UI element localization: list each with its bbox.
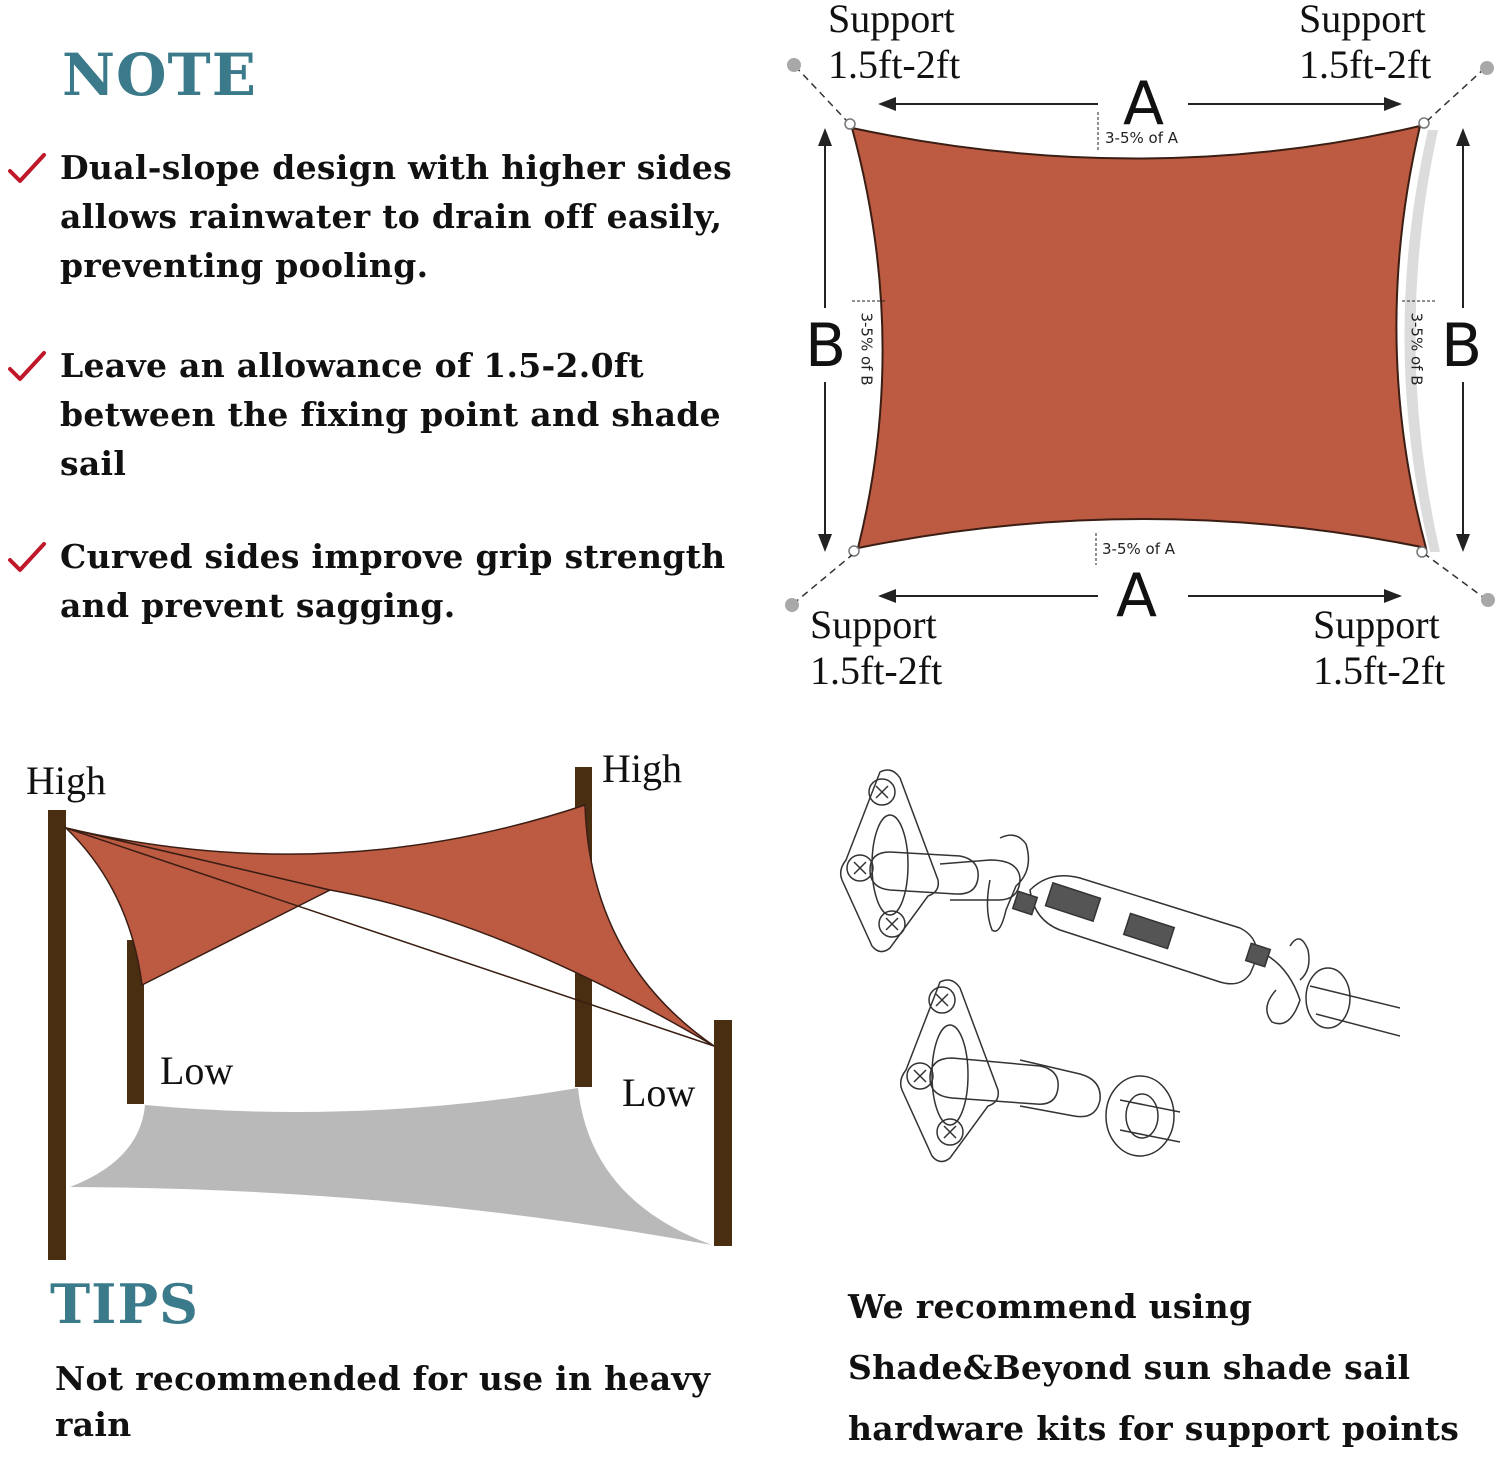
checkmark-icon <box>8 153 46 183</box>
support-label-bottom-left: Support 1.5ft-2ft <box>810 602 943 693</box>
recommend-line: Shade&Beyond sun shade sail <box>848 1348 1411 1387</box>
rectangle-sail-diagram: Support 1.5ft-2ft Support 1.5ft-2ft Supp… <box>780 0 1500 710</box>
hardware-illustration <box>820 760 1420 1180</box>
checkmark-icon <box>8 542 46 572</box>
high-low-install-icon <box>48 767 732 1260</box>
note-line: Curved sides improve grip strength <box>60 537 726 576</box>
curve-note-bottom: 3-5% of A <box>1102 540 1176 558</box>
label-high-left: High <box>26 758 106 803</box>
note-line: sail <box>60 444 127 483</box>
support-label-top-right: Support 1.5ft-2ft <box>1299 0 1432 87</box>
tips-line: Not recommended for use in heavy <box>55 1359 711 1398</box>
label-high-right: High <box>602 746 682 791</box>
turnbuckle-hardware-icon <box>839 769 1401 1163</box>
tips-line: rain <box>55 1405 132 1444</box>
note-item: Dual-slope design with higher sides allo… <box>0 143 780 293</box>
note-line: between the fixing point and shade <box>60 395 721 434</box>
note-line: preventing pooling. <box>60 246 429 285</box>
recommend-text: We recommend using Shade&Beyond sun shad… <box>848 1276 1459 1459</box>
tips-heading: TIPS <box>50 1272 200 1336</box>
dimension-a-top: A <box>1123 69 1165 139</box>
note-line: Dual-slope design with higher sides <box>60 148 733 187</box>
dimension-b-left: B <box>805 311 847 381</box>
installation-diagram: High High Low Low <box>0 740 760 1260</box>
support-label-bottom-right: Support 1.5ft-2ft <box>1313 602 1446 693</box>
curve-note-right: 3-5% of B <box>1407 312 1426 386</box>
note-line: Leave an allowance of 1.5-2.0ft <box>60 346 644 385</box>
support-label-top-left: Support 1.5ft-2ft <box>828 0 961 87</box>
note-line: allows rainwater to drain off easily, <box>60 197 723 236</box>
note-item: Leave an allowance of 1.5-2.0ft between … <box>0 341 780 491</box>
note-line: and prevent sagging. <box>60 586 456 625</box>
recommend-line: hardware kits for support points <box>848 1409 1460 1448</box>
curve-note-top: 3-5% of A <box>1105 129 1179 147</box>
tips-text: Not recommended for use in heavy rain <box>55 1356 710 1448</box>
checkmark-icon <box>8 351 46 381</box>
dimension-a-bottom: A <box>1116 561 1158 631</box>
note-heading: NOTE <box>62 41 257 109</box>
curve-note-left: 3-5% of B <box>857 312 876 386</box>
dimension-b-right: B <box>1441 311 1483 381</box>
sail-shape-icon <box>785 58 1495 612</box>
label-low-left: Low <box>160 1048 234 1093</box>
label-low-right: Low <box>622 1070 696 1115</box>
note-item: Curved sides improve grip strength and p… <box>0 532 780 632</box>
recommend-line: We recommend using <box>848 1287 1253 1326</box>
